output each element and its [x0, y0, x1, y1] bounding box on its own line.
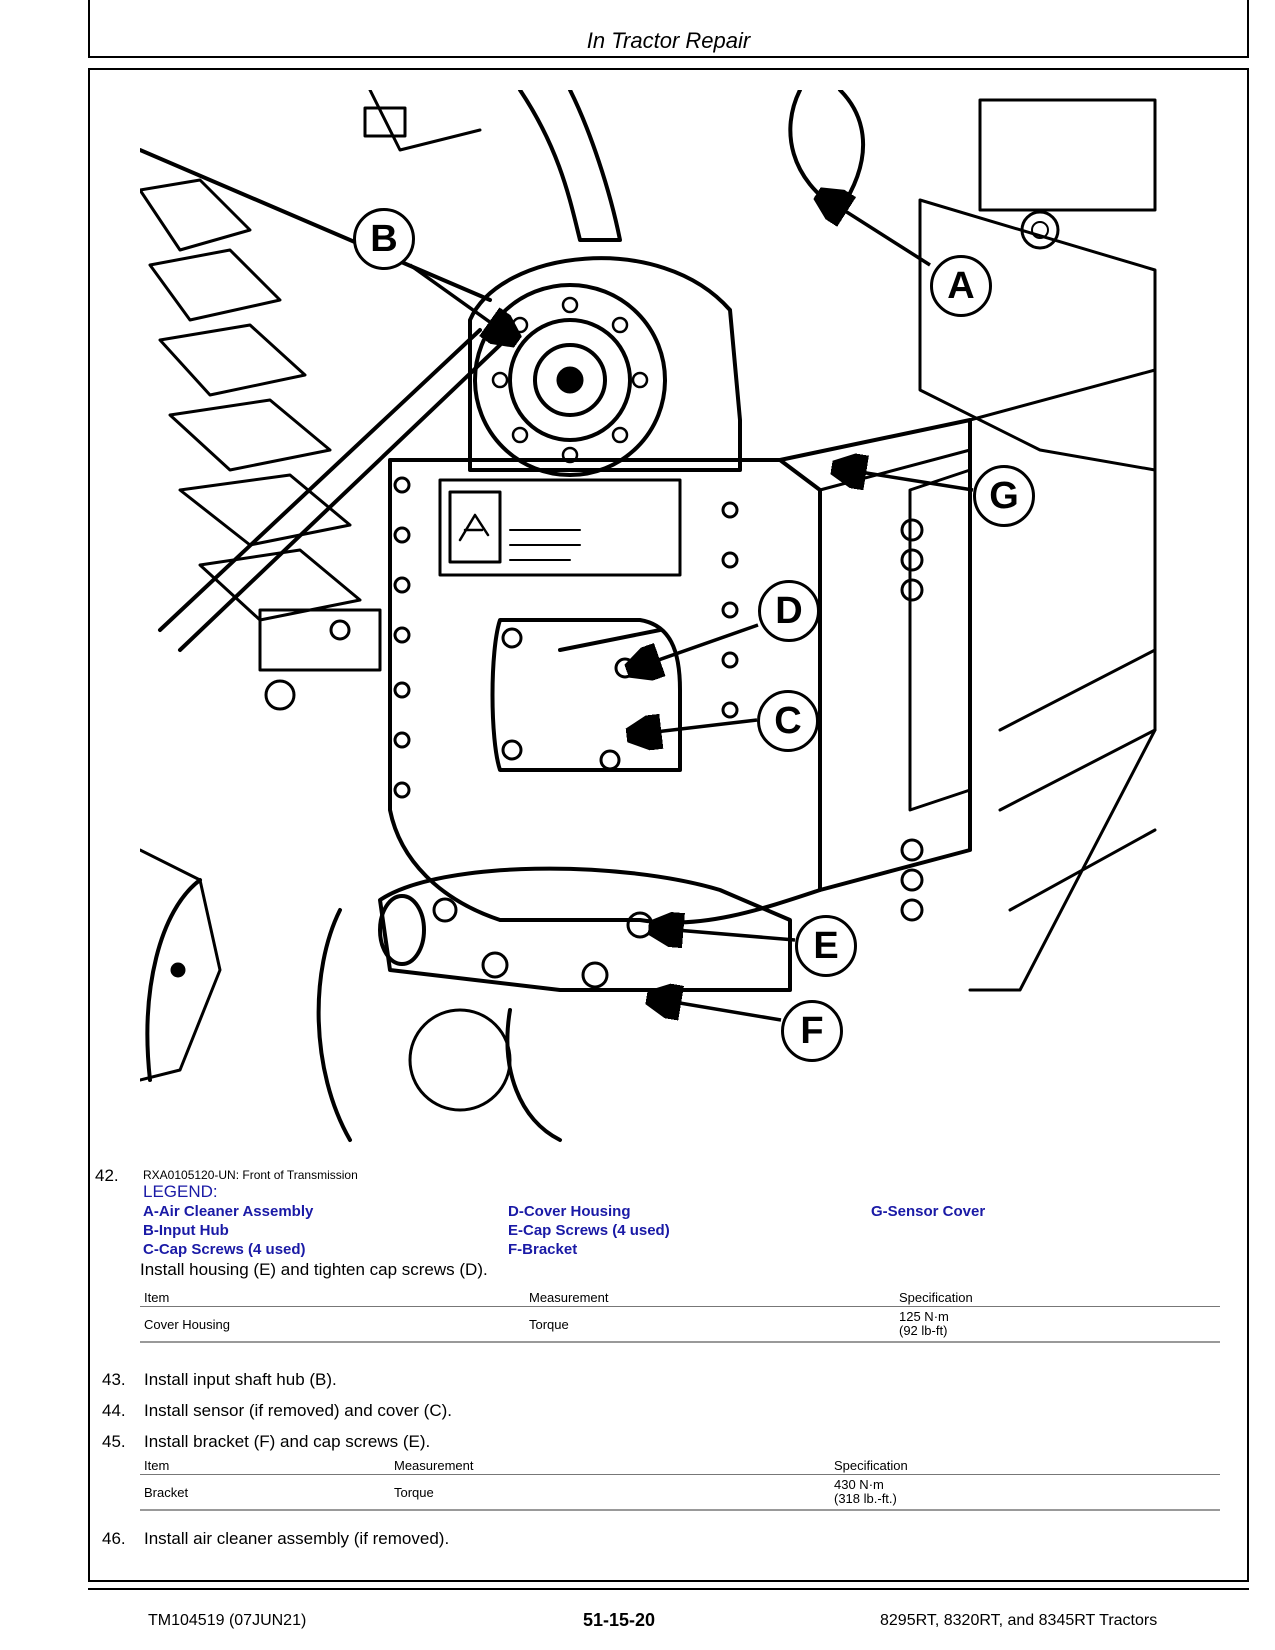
- table-cell-item: Bracket: [140, 1474, 390, 1511]
- header-box: In Tractor Repair: [88, 0, 1249, 58]
- legend-item-d: D-Cover Housing: [508, 1203, 631, 1220]
- legend-item-e: E-Cap Screws (4 used): [508, 1222, 670, 1239]
- step-text: Install sensor (if removed) and cover (C…: [144, 1401, 452, 1420]
- table-header-item: Item: [140, 1288, 525, 1307]
- table-cell-measurement: Torque: [525, 1306, 895, 1343]
- table-header-specification: Specification: [830, 1456, 1220, 1475]
- legend-item-c: C-Cap Screws (4 used): [143, 1241, 306, 1258]
- input-hub: [473, 283, 667, 477]
- callout-e: E: [795, 915, 857, 977]
- torque-table-bracket: Item Measurement Specification Bracket T…: [140, 1456, 1220, 1511]
- step-46-text: Install air cleaner assembly (if removed…: [144, 1529, 450, 1548]
- legend-item-a: A-Air Cleaner Assembly: [143, 1203, 314, 1220]
- step-number: 45.: [102, 1432, 126, 1451]
- callout-f: F: [781, 1000, 843, 1062]
- table-header-item: Item: [140, 1456, 390, 1475]
- step-text: Install bracket (F) and cap screws (E).: [144, 1432, 431, 1451]
- table-row: Cover Housing Torque 125 N·m (92 lb-ft): [140, 1306, 1220, 1343]
- front-housing: [388, 458, 822, 925]
- legend-item-f: F-Bracket: [508, 1241, 578, 1258]
- callout-b: B: [353, 208, 415, 270]
- footer-page-number: 51-15-20: [583, 1610, 656, 1630]
- callout-a: A: [930, 255, 992, 317]
- table-header-measurement: Measurement: [525, 1288, 895, 1307]
- step-number: 43.: [102, 1370, 126, 1389]
- table-cell-item: Cover Housing: [140, 1306, 525, 1343]
- legend-item-g: G-Sensor Cover: [871, 1203, 986, 1220]
- table-cell-measurement: Torque: [390, 1474, 830, 1511]
- callout-g: G: [973, 465, 1035, 527]
- content-box: [88, 68, 1249, 1582]
- table-cell-specification: 125 N·m (92 lb-ft): [895, 1306, 1220, 1343]
- torque-table-cover-housing: Item Measurement Specification Cover Hou…: [140, 1288, 1220, 1343]
- figure-caption: RXA0105120-UN: Front of Transmission: [143, 1168, 358, 1182]
- step-number-42: 42.: [95, 1166, 119, 1185]
- footer-doc-id: TM104519 (07JUN21): [148, 1612, 307, 1629]
- step-number-46: 46.: [102, 1529, 126, 1548]
- callout-d: D: [758, 580, 820, 642]
- legend-item-b: B-Input Hub: [143, 1222, 229, 1239]
- footer-rule: [88, 1588, 1249, 1590]
- section-title: In Tractor Repair: [586, 28, 751, 53]
- spec-metric: 430 N·m: [834, 1477, 884, 1492]
- spec-imperial: (92 lb-ft): [899, 1323, 948, 1338]
- step-42-text: Install housing (E) and tighten cap scre…: [140, 1260, 488, 1279]
- table-header-measurement: Measurement: [390, 1456, 830, 1475]
- step-number: 44.: [102, 1401, 126, 1420]
- footer-models: 8295RT, 8320RT, and 8345RT Tractors: [880, 1612, 1158, 1629]
- upper-shaft: [518, 90, 622, 242]
- deer-logo-icon: [458, 513, 490, 542]
- table-cell-specification: 430 N·m (318 lb.-ft.): [830, 1474, 1220, 1511]
- spec-imperial: (318 lb.-ft.): [834, 1491, 897, 1506]
- table-header-specification: Specification: [895, 1288, 1220, 1307]
- callout-c: C: [757, 690, 819, 752]
- legend-heading: LEGEND:: [143, 1182, 218, 1201]
- bracket: [378, 866, 792, 992]
- table-row: Bracket Torque 430 N·m (318 lb.-ft.): [140, 1474, 1220, 1511]
- spec-metric: 125 N·m: [899, 1309, 949, 1324]
- step-text: Install input shaft hub (B).: [144, 1370, 337, 1389]
- sensor-cover: [908, 468, 972, 812]
- left-track-treads: [140, 148, 502, 652]
- transmission-illustration: B A G D C E F: [140, 90, 1215, 1145]
